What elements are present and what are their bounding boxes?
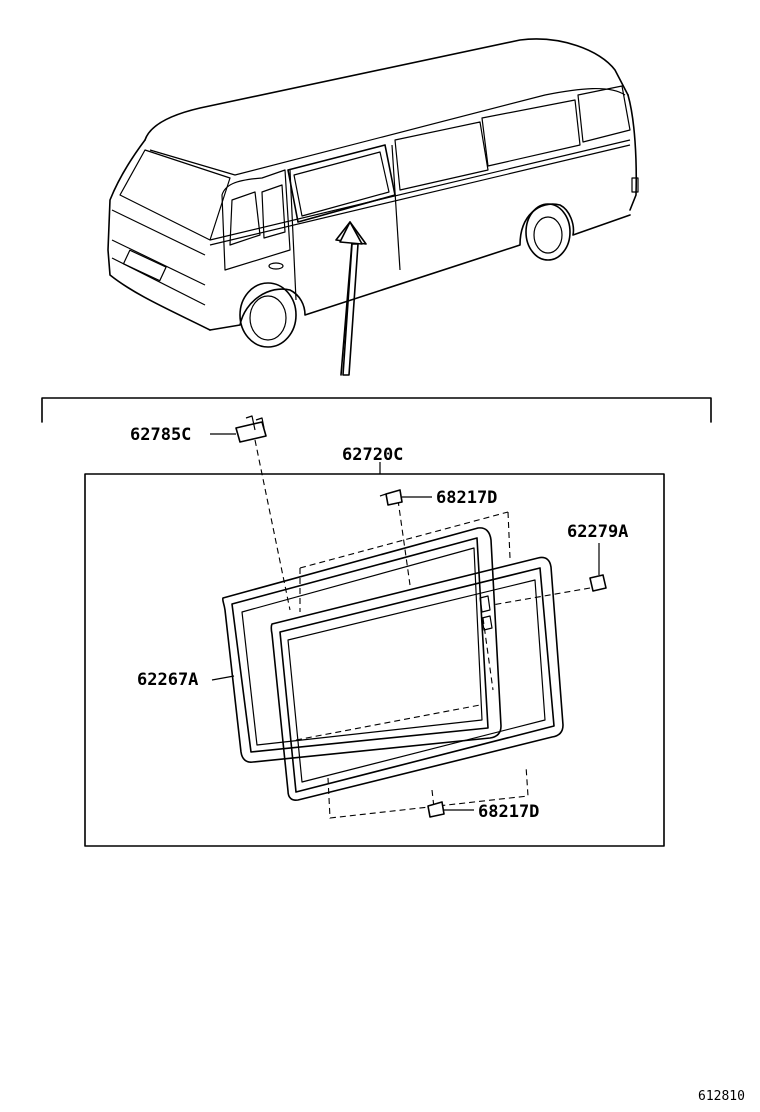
- label-62267a: 62267A: [137, 670, 198, 690]
- group-bracket: [41, 397, 712, 423]
- assembly-guides: [254, 439, 591, 819]
- clip-68217d-top: [379, 489, 432, 506]
- label-68217d-bottom: 68217D: [478, 802, 539, 822]
- block-62279a: [589, 543, 607, 592]
- clip-68217d-bottom: [427, 801, 474, 818]
- label-62785c: 62785C: [130, 425, 191, 445]
- clip-62785c: [210, 415, 267, 443]
- label-62279a: 62279A: [567, 522, 628, 542]
- label-68217d-top: 68217D: [436, 488, 497, 508]
- arrow-indicator: [335, 221, 367, 376]
- detail-box: [84, 473, 665, 847]
- window-glass-frame: [270, 556, 564, 801]
- figure-code: 612810: [698, 1089, 745, 1104]
- label-62720c: 62720C: [342, 445, 403, 465]
- weatherstrip-frame: [221, 527, 502, 763]
- van-illustration: [107, 38, 639, 348]
